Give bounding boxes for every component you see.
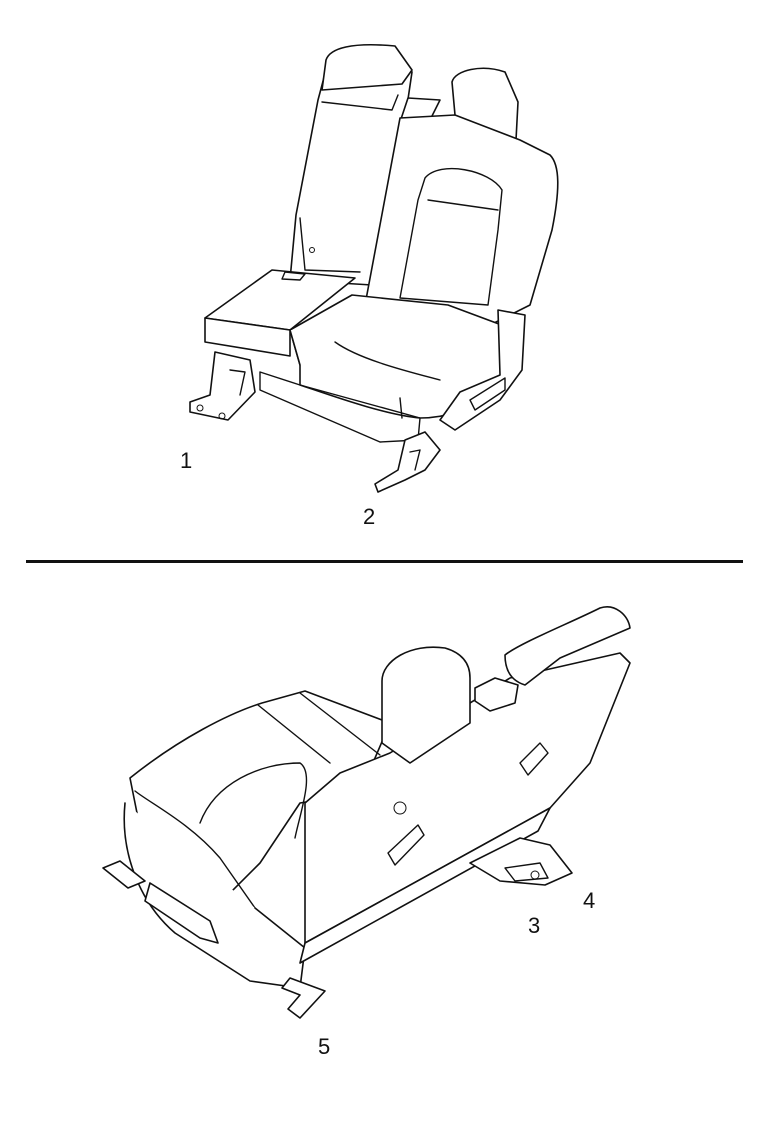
right-floor-anchor	[374, 431, 441, 493]
callout-1: 1	[180, 448, 193, 473]
callout-4: 4	[583, 888, 596, 913]
left-headrest	[321, 43, 413, 91]
rear-seat-front-view	[189, 43, 559, 493]
rear-view-cushion	[123, 690, 391, 989]
rear-seat-rear-view	[102, 606, 631, 1019]
right-seatback	[364, 114, 559, 331]
fold-down-armrest	[204, 269, 356, 357]
callout-3: 3	[528, 913, 541, 938]
rear-seatback-panel	[299, 652, 631, 964]
front-floor-rail	[102, 860, 326, 1019]
left-floor-anchor	[189, 351, 256, 421]
callout-2: 2	[363, 504, 376, 529]
cushion-side-pocket	[144, 882, 219, 944]
callout-5: 5	[318, 1034, 331, 1059]
seat-side-trim	[439, 309, 526, 431]
seatback-latch	[474, 677, 519, 712]
section-divider	[26, 560, 743, 563]
rear-view-armrest	[504, 606, 631, 686]
rear-floor-anchor	[469, 837, 573, 886]
rear-view-headrest	[381, 646, 471, 764]
